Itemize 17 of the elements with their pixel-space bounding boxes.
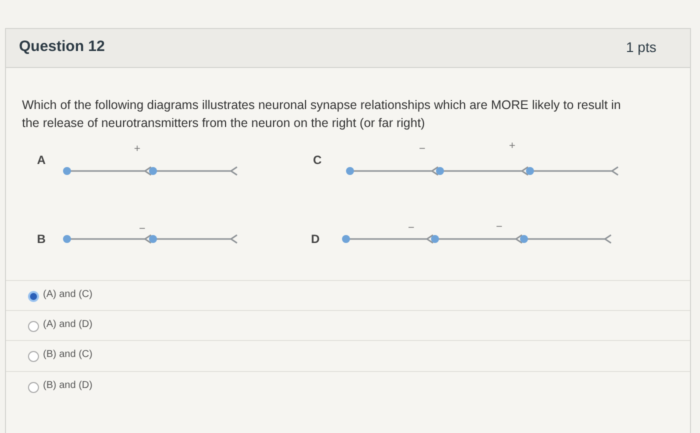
points-label: 1 pts xyxy=(626,39,656,55)
answer-option: (A) and (D) xyxy=(43,319,92,330)
diagram-letter: B xyxy=(37,232,46,246)
diagram-letter: D xyxy=(311,232,320,246)
answer-option: (B) and (C) xyxy=(43,349,92,360)
question-title: Question 12 xyxy=(19,38,105,55)
synapse-sign: + xyxy=(134,143,140,155)
answer-option: (A) and (C) xyxy=(43,289,92,300)
synapse-sign: − xyxy=(139,223,146,235)
synapse-sign: − xyxy=(419,143,426,155)
answer-option: (B) and (D) xyxy=(43,380,92,391)
diagram-letter: C xyxy=(313,153,322,167)
question-text: Which of the following diagrams illustrates neuronal synapse relationships which are MORE likely to result in the release of neurotransmitters from the neuron on the right (or far right) xyxy=(22,97,622,132)
synapse-sign: + xyxy=(509,140,516,152)
synapse-sign: − xyxy=(408,222,414,234)
synapse-sign: − xyxy=(496,221,502,233)
diagram-letter: A xyxy=(37,153,46,167)
